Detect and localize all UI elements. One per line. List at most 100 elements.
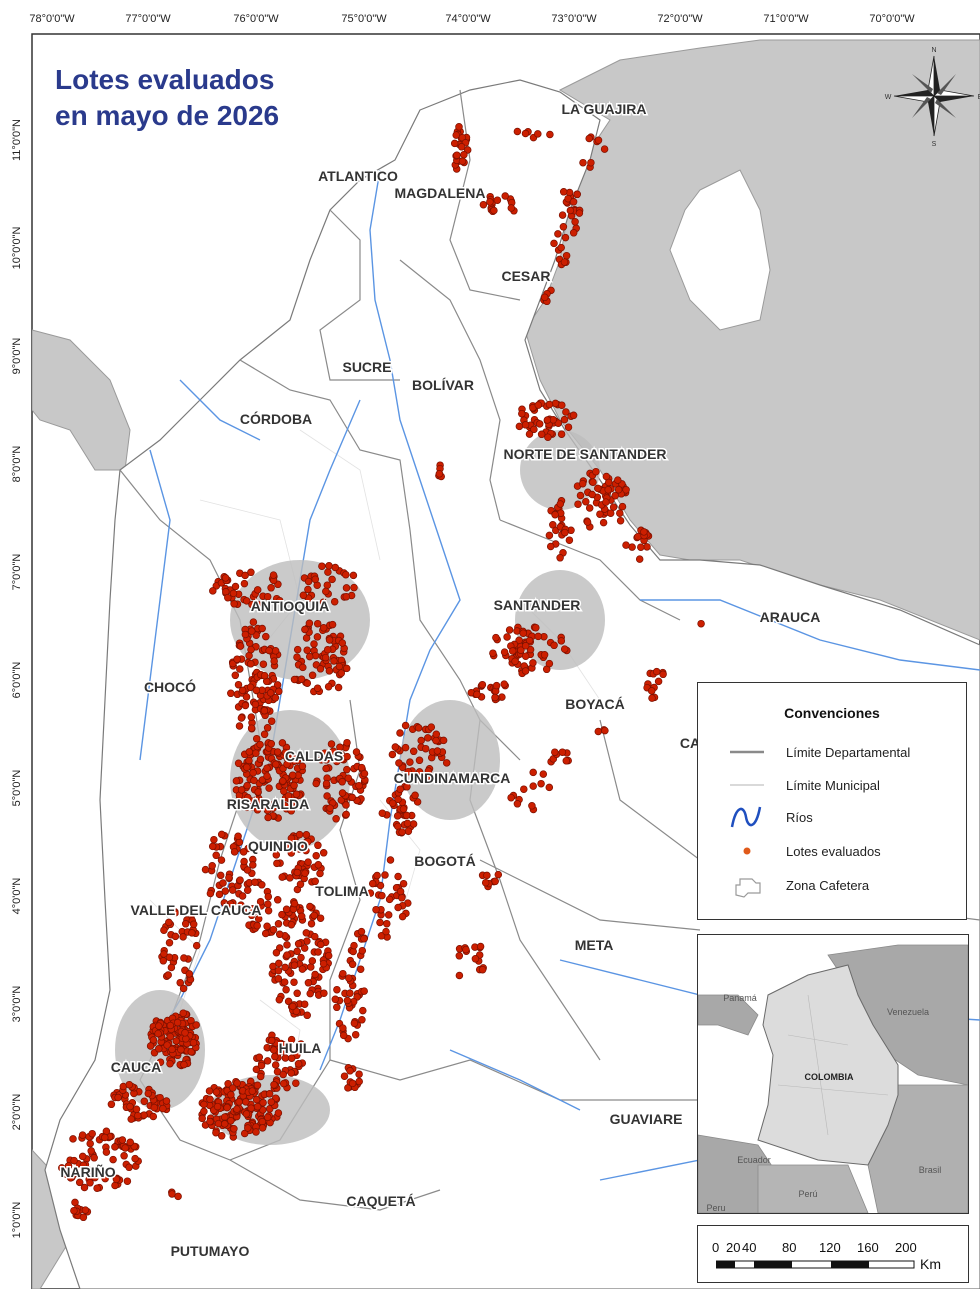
- lot-point: [180, 954, 188, 962]
- lot-point: [643, 543, 651, 551]
- latitude-labels: 11°0'0"N 10°0'0"N 9°0'0"N 8°0'0"N 7°0'0"…: [11, 119, 23, 1238]
- lot-point: [271, 694, 280, 702]
- lot-point: [314, 861, 323, 869]
- lot-point: [102, 1148, 111, 1156]
- lot-point: [165, 938, 174, 947]
- lot-point: [540, 293, 549, 302]
- lot-point: [343, 996, 352, 1005]
- lot-point: [252, 734, 261, 743]
- lot-point: [452, 131, 460, 139]
- lot-point: [494, 870, 503, 879]
- lot-point: [543, 416, 552, 424]
- lot-point: [252, 749, 260, 757]
- lot-point: [460, 150, 468, 159]
- lot-point: [573, 190, 581, 199]
- scale-label: 160: [857, 1240, 879, 1255]
- label-tolima: TOLIMA: [315, 883, 368, 899]
- lot-point: [297, 675, 306, 683]
- lot-point: [396, 887, 405, 896]
- lot-point: [551, 748, 559, 756]
- lot-point: [602, 498, 610, 506]
- lot-point: [79, 1213, 88, 1222]
- lot-point: [198, 1114, 206, 1123]
- legend-label: Zona Cafetera: [786, 878, 870, 893]
- label-arauca: ARAUCA: [760, 609, 821, 625]
- lot-point: [159, 957, 168, 965]
- lot-point: [109, 1155, 117, 1164]
- lot-point: [342, 801, 350, 809]
- lot-point: [423, 772, 432, 781]
- lot-point: [404, 767, 412, 776]
- lot-point: [517, 646, 525, 654]
- lot-point: [234, 759, 243, 768]
- lot-point: [339, 969, 347, 978]
- lot-point: [304, 837, 312, 846]
- lot-point: [247, 713, 256, 721]
- meta-river: [640, 599, 980, 671]
- lot-point: [247, 660, 255, 668]
- lot-point: [411, 791, 419, 800]
- map-title: Lotes evaluados en mayo de 2026: [55, 62, 279, 134]
- lot-point: [654, 677, 663, 686]
- lot-point: [614, 485, 623, 494]
- lot-point: [173, 1018, 182, 1027]
- compass-rose-icon: N S E W: [885, 47, 980, 148]
- lot-point: [287, 807, 296, 815]
- lot-point: [335, 662, 344, 671]
- neighbor-countries: [32, 39, 980, 1289]
- lot-point: [146, 1042, 155, 1050]
- lot-point: [550, 239, 558, 248]
- lot-point: [101, 1174, 109, 1183]
- lon-label: 76°0'0"W: [233, 13, 279, 25]
- lot-point: [314, 841, 322, 850]
- lot-point: [360, 934, 368, 943]
- lake-maracaibo: [669, 169, 771, 331]
- lot-point: [272, 851, 281, 859]
- lot-point: [233, 1079, 241, 1087]
- lot-point: [177, 1045, 185, 1054]
- lot-point: [534, 130, 542, 138]
- lot-point: [131, 1154, 139, 1163]
- lot-point: [107, 1100, 116, 1109]
- lon-label: 77°0'0"W: [125, 13, 171, 25]
- lot-point: [90, 1154, 98, 1162]
- lot-point: [179, 1009, 187, 1017]
- lot-point: [288, 771, 297, 779]
- lot-point: [271, 1052, 279, 1061]
- lot-point: [525, 430, 534, 438]
- lot-point: [321, 653, 330, 662]
- lot-point: [126, 1138, 134, 1147]
- lon-label: 72°0'0"W: [657, 13, 703, 25]
- lot-point: [622, 486, 630, 494]
- lot-point: [304, 585, 312, 594]
- lot-point: [366, 889, 375, 897]
- lot-point: [396, 785, 404, 793]
- lot-point: [326, 804, 334, 812]
- lot-point: [188, 929, 196, 937]
- lot-point: [233, 1105, 241, 1113]
- lot-point: [263, 772, 271, 780]
- lot-point: [259, 660, 268, 668]
- lot-point: [333, 1003, 341, 1012]
- lot-point: [521, 421, 530, 429]
- lot-point: [560, 645, 569, 653]
- label-guaviare: GUAVIARE: [610, 1111, 683, 1127]
- lot-point: [225, 873, 233, 882]
- lot-point: [355, 781, 363, 790]
- lot-point: [155, 1045, 163, 1053]
- lot-point: [526, 645, 535, 654]
- lot-point: [263, 922, 271, 931]
- lon-label: 75°0'0"W: [341, 13, 387, 25]
- lot-point: [212, 851, 220, 860]
- lot-point: [252, 1128, 260, 1136]
- lot-point: [560, 258, 569, 266]
- lot-point: [242, 1110, 251, 1118]
- lot-point: [234, 680, 243, 689]
- lot-point: [433, 747, 442, 755]
- lot-point: [310, 640, 318, 648]
- lot-point: [313, 684, 322, 692]
- lot-point: [323, 581, 332, 589]
- lot-point: [337, 669, 346, 677]
- lot-point: [270, 657, 278, 665]
- lot-point: [478, 680, 487, 689]
